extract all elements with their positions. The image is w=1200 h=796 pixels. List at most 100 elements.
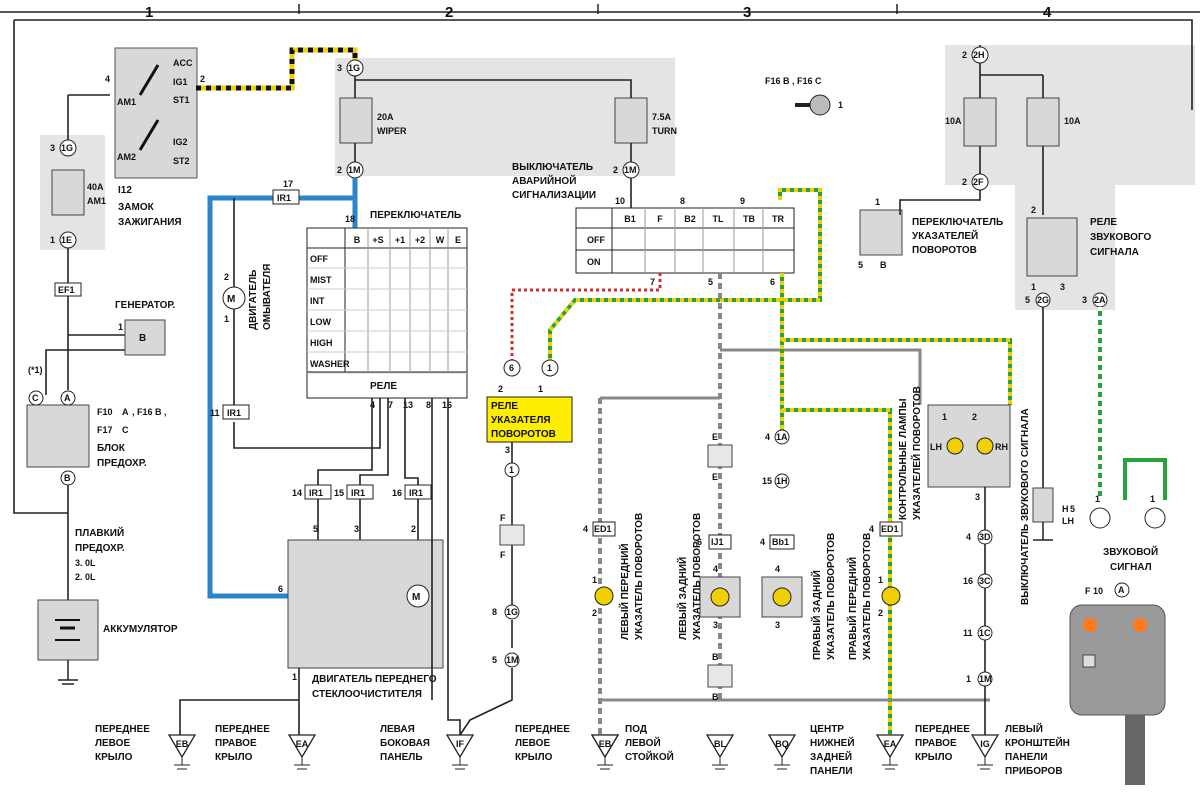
- svg-text:1M: 1M: [624, 165, 637, 175]
- ground-label: ПЕРЕДНЕЕ: [95, 724, 150, 735]
- svg-text:TURN: TURN: [652, 126, 677, 136]
- ground-label: ЦЕНТР: [810, 724, 844, 735]
- ground-code: BQ: [775, 739, 789, 749]
- ground-label: ПАНЕЛЬ: [380, 752, 423, 763]
- svg-text:ЗАЖИГАНИЯ: ЗАЖИГАНИЯ: [118, 217, 182, 228]
- svg-text:ED1: ED1: [881, 524, 899, 534]
- svg-text:LH: LH: [1062, 516, 1074, 526]
- ground-label: ПЕРЕДНЕЕ: [515, 724, 570, 735]
- svg-text:ДВИГАТЕЛЬ ПЕРЕДНЕГО: ДВИГАТЕЛЬ ПЕРЕДНЕГО: [312, 674, 437, 685]
- svg-text:1: 1: [966, 674, 971, 684]
- ground-code: EB: [176, 739, 189, 749]
- horn-switch: ВЫКЛЮЧАТЕЛЬ ЗВУКОВОГО СИГНАЛА: [1020, 408, 1054, 605]
- svg-text:F 10: F 10: [1085, 586, 1103, 596]
- ground-label: ЛЕВОЕ: [95, 738, 130, 749]
- svg-text:AM1: AM1: [117, 97, 136, 107]
- ground-label: НИЖНЕЙ: [810, 736, 855, 749]
- svg-text:2: 2: [1031, 205, 1036, 215]
- col4-fuses: 2H 2 10A 2F 2 10A: [899, 45, 1081, 215]
- svg-text:2: 2: [592, 608, 597, 618]
- svg-text:C: C: [32, 393, 39, 403]
- svg-text:A: A: [64, 393, 71, 403]
- svg-text:14: 14: [292, 488, 302, 498]
- svg-text:B: B: [712, 692, 719, 702]
- svg-text:4: 4: [765, 432, 770, 442]
- svg-text:, F16 B ,: , F16 B ,: [132, 407, 167, 417]
- svg-text:4: 4: [713, 564, 718, 574]
- svg-text:IJ1: IJ1: [711, 537, 724, 547]
- svg-text:АВАРИЙНОЙ: АВАРИЙНОЙ: [512, 174, 576, 187]
- svg-text:10A: 10A: [945, 116, 962, 126]
- ground-label: БОКОВАЯ: [380, 738, 430, 749]
- svg-text:B: B: [880, 260, 887, 270]
- svg-text:RH: RH: [995, 442, 1008, 452]
- svg-text:I12: I12: [118, 185, 132, 196]
- svg-text:УКАЗАТЕЛЕЙ ПОВОРОТОВ: УКАЗАТЕЛЕЙ ПОВОРОТОВ: [910, 386, 923, 520]
- svg-text:СТЕКЛООЧИСТИТЕЛЯ: СТЕКЛООЧИСТИТЕЛЯ: [312, 689, 422, 700]
- svg-text:Bb1: Bb1: [772, 537, 789, 547]
- svg-text:ПРЕДОХР.: ПРЕДОХР.: [97, 458, 147, 469]
- horns: H 5 LH 1 1 ЗВУКОВОЙ СИГНАЛ: [1062, 494, 1166, 573]
- ground-code: IF: [456, 739, 465, 749]
- svg-text:4: 4: [869, 524, 874, 534]
- hazard-col-label: B2: [684, 214, 696, 224]
- ground-label: ЛЕВЫЙ: [1005, 722, 1043, 735]
- ground-label: ЛЕВОЕ: [515, 738, 550, 749]
- svg-text:ДВИГАТЕЛЬ: ДВИГАТЕЛЬ: [248, 270, 259, 330]
- svg-text:1: 1: [224, 314, 229, 324]
- svg-text:ST2: ST2: [173, 156, 190, 166]
- svg-text:ПОВОРОТОВ: ПОВОРОТОВ: [491, 429, 556, 440]
- svg-text:15: 15: [334, 488, 344, 498]
- ground-label: ПАНЕЛИ: [1005, 752, 1048, 763]
- svg-text:11: 11: [210, 408, 220, 418]
- svg-text:1: 1: [942, 412, 947, 422]
- svg-text:1: 1: [1095, 494, 1100, 504]
- svg-text:3D: 3D: [979, 532, 991, 542]
- svg-text:УКАЗАТЕЛЕЙ: УКАЗАТЕЛЕЙ: [912, 229, 978, 242]
- svg-text:1: 1: [118, 322, 123, 332]
- generator: B 1 ГЕНЕРАТОР.: [115, 300, 176, 356]
- ground-label: КРЫЛО: [915, 752, 953, 763]
- ground-label: ПЕРЕДНЕЕ: [215, 724, 270, 735]
- svg-text:ПРЕДОХР.: ПРЕДОХР.: [75, 543, 125, 554]
- lamp-right-front: ED1 4 1 2 ПРАВЫЙ ПЕРЕДНИЙ УКАЗАТЕЛЬ ПОВО…: [846, 521, 903, 660]
- svg-text:ACC: ACC: [173, 58, 193, 68]
- svg-text:6: 6: [509, 363, 514, 373]
- svg-text:IR1: IR1: [277, 193, 291, 203]
- svg-text:1: 1: [838, 100, 843, 110]
- svg-text:ED1: ED1: [594, 524, 612, 534]
- ground-label: КРОНШТЕЙН: [1005, 736, 1070, 749]
- ground-bl: BL: [705, 734, 735, 770]
- svg-text:16: 16: [392, 488, 402, 498]
- svg-text:2H: 2H: [973, 50, 985, 60]
- svg-text:ST1: ST1: [173, 95, 190, 105]
- switch-col-label: E: [455, 235, 461, 245]
- svg-text:A: A: [1118, 585, 1125, 595]
- svg-text:2: 2: [411, 524, 416, 534]
- svg-text:1G: 1G: [61, 143, 73, 153]
- fuse-block: C A B (*1) F10 A , F16 B , F17 C БЛОК ПР…: [26, 365, 167, 486]
- svg-text:6: 6: [770, 277, 775, 287]
- svg-text:УКАЗАТЕЛЬ ПОВОРОТОВ: УКАЗАТЕЛЬ ПОВОРОТОВ: [862, 533, 873, 660]
- lamp-right-rear: 1A 4 1H 15 Bb1 4 4 3 ПРАВЫЙ ЗАДНИЙ УКАЗА…: [760, 429, 837, 660]
- svg-text:ВЫКЛЮЧАТЕЛЬ ЗВУКОВОГО СИГНАЛА: ВЫКЛЮЧАТЕЛЬ ЗВУКОВОГО СИГНАЛА: [1020, 408, 1031, 605]
- svg-text:4: 4: [966, 532, 971, 542]
- svg-text:10: 10: [615, 196, 625, 206]
- svg-text:1: 1: [292, 672, 297, 682]
- am1-fuse: 1G 3 40A AM1 1E 1: [50, 139, 106, 249]
- turn-fuse: 7.5A TURN 1M 2: [354, 76, 677, 179]
- svg-text:5: 5: [313, 524, 318, 534]
- svg-text:АККУМУЛЯТОР: АККУМУЛЯТОР: [103, 624, 178, 635]
- lamp-left-rear: E E IJ1 6 4 3 B B ЛЕВЫЙ ЗАДНИЙ УКАЗАТЕЛЬ…: [676, 432, 741, 702]
- svg-text:18: 18: [345, 214, 355, 224]
- svg-text:(*1): (*1): [28, 365, 43, 375]
- fusible-link: ПЛАВКИЙ ПРЕДОХР. 3. 0L 2. 0L: [75, 526, 125, 582]
- battery: АККУМУЛЯТОР: [37, 599, 178, 685]
- ignition-switch: ACC IG1 ST1 IG2 ST2 AM1 AM2 4 2 I12 ЗАМО…: [105, 47, 205, 228]
